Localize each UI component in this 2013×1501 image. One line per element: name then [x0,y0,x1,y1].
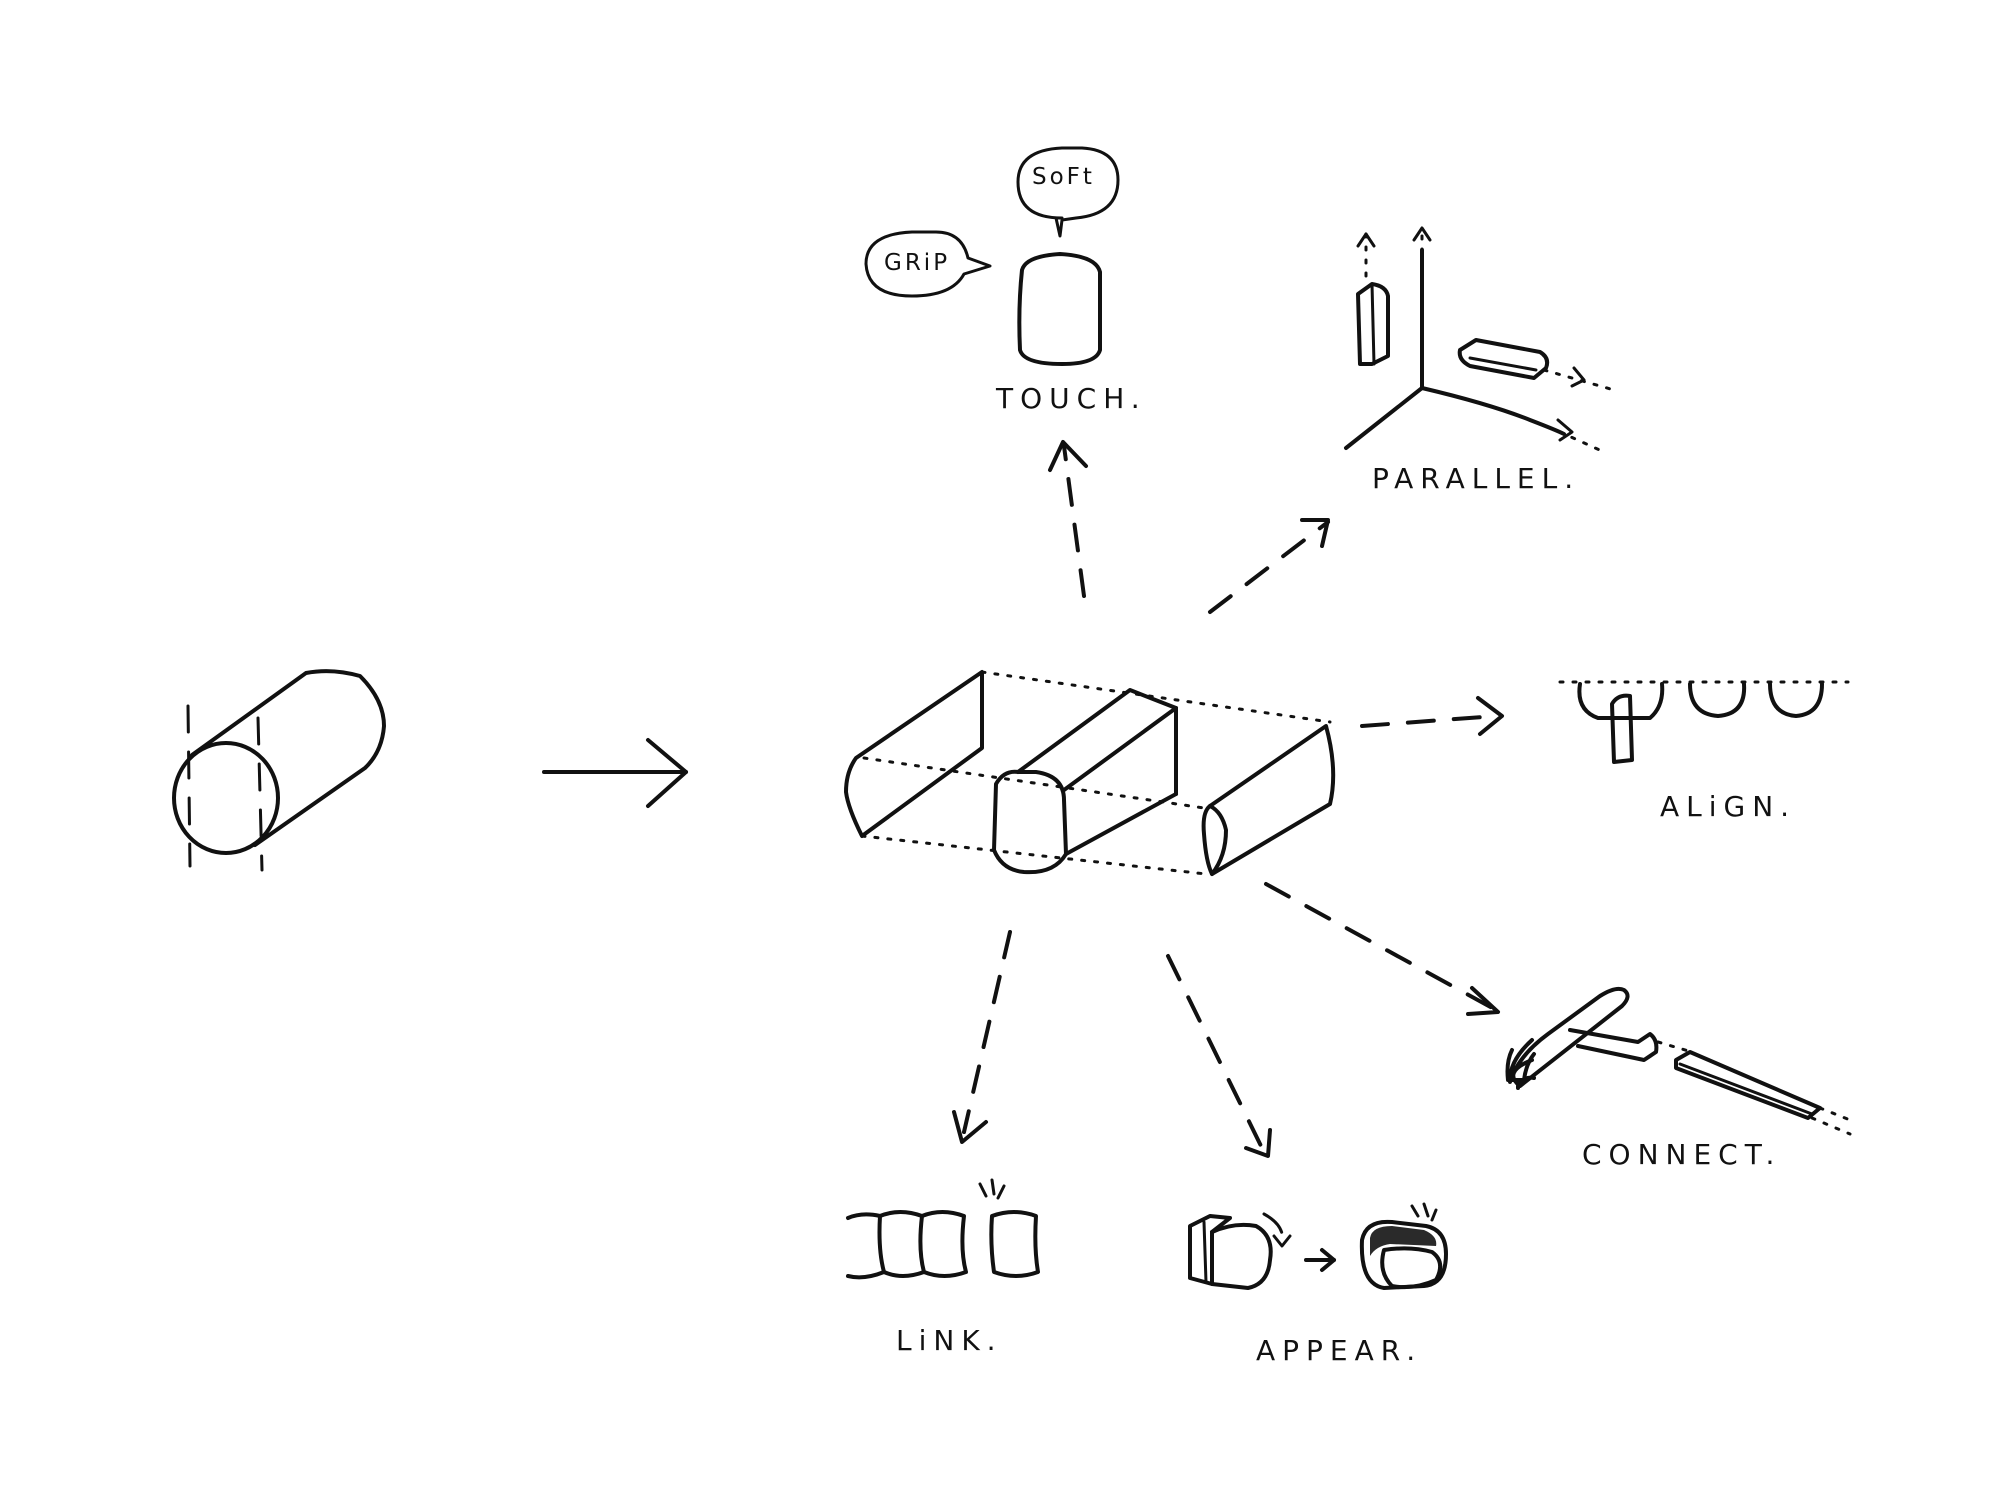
parallel-label: PARALLEL. [1372,462,1581,495]
align-sketch [1558,680,1850,764]
grip-bubble-label: GRiP [884,250,951,276]
arrow-to-appear [1166,954,1272,1158]
link-sketch [846,1178,1040,1280]
arrow-to-parallel [1208,518,1330,614]
source-cylinder [172,669,386,872]
link-label: LiNK. [896,1324,1003,1357]
sliced-segments [844,670,1336,876]
connect-sketch [1505,986,1852,1136]
appear-sketch [1188,1202,1448,1290]
arrow-to-touch [1048,440,1088,598]
align-label: ALiGN. [1660,790,1797,823]
appear-label: APPEAR. [1256,1334,1423,1367]
parallel-sketch [1344,226,1616,454]
soft-bubble-label: SoFt [1032,164,1095,190]
touch-label: TOUCH. [996,382,1147,415]
arrow-to-link [952,930,1012,1144]
arrow-to-connect [1264,882,1500,1016]
touch-sketch [864,146,1120,366]
arrow-to-align [1360,696,1504,736]
main-arrow [542,738,688,808]
connect-label: CONNECT. [1582,1138,1782,1171]
